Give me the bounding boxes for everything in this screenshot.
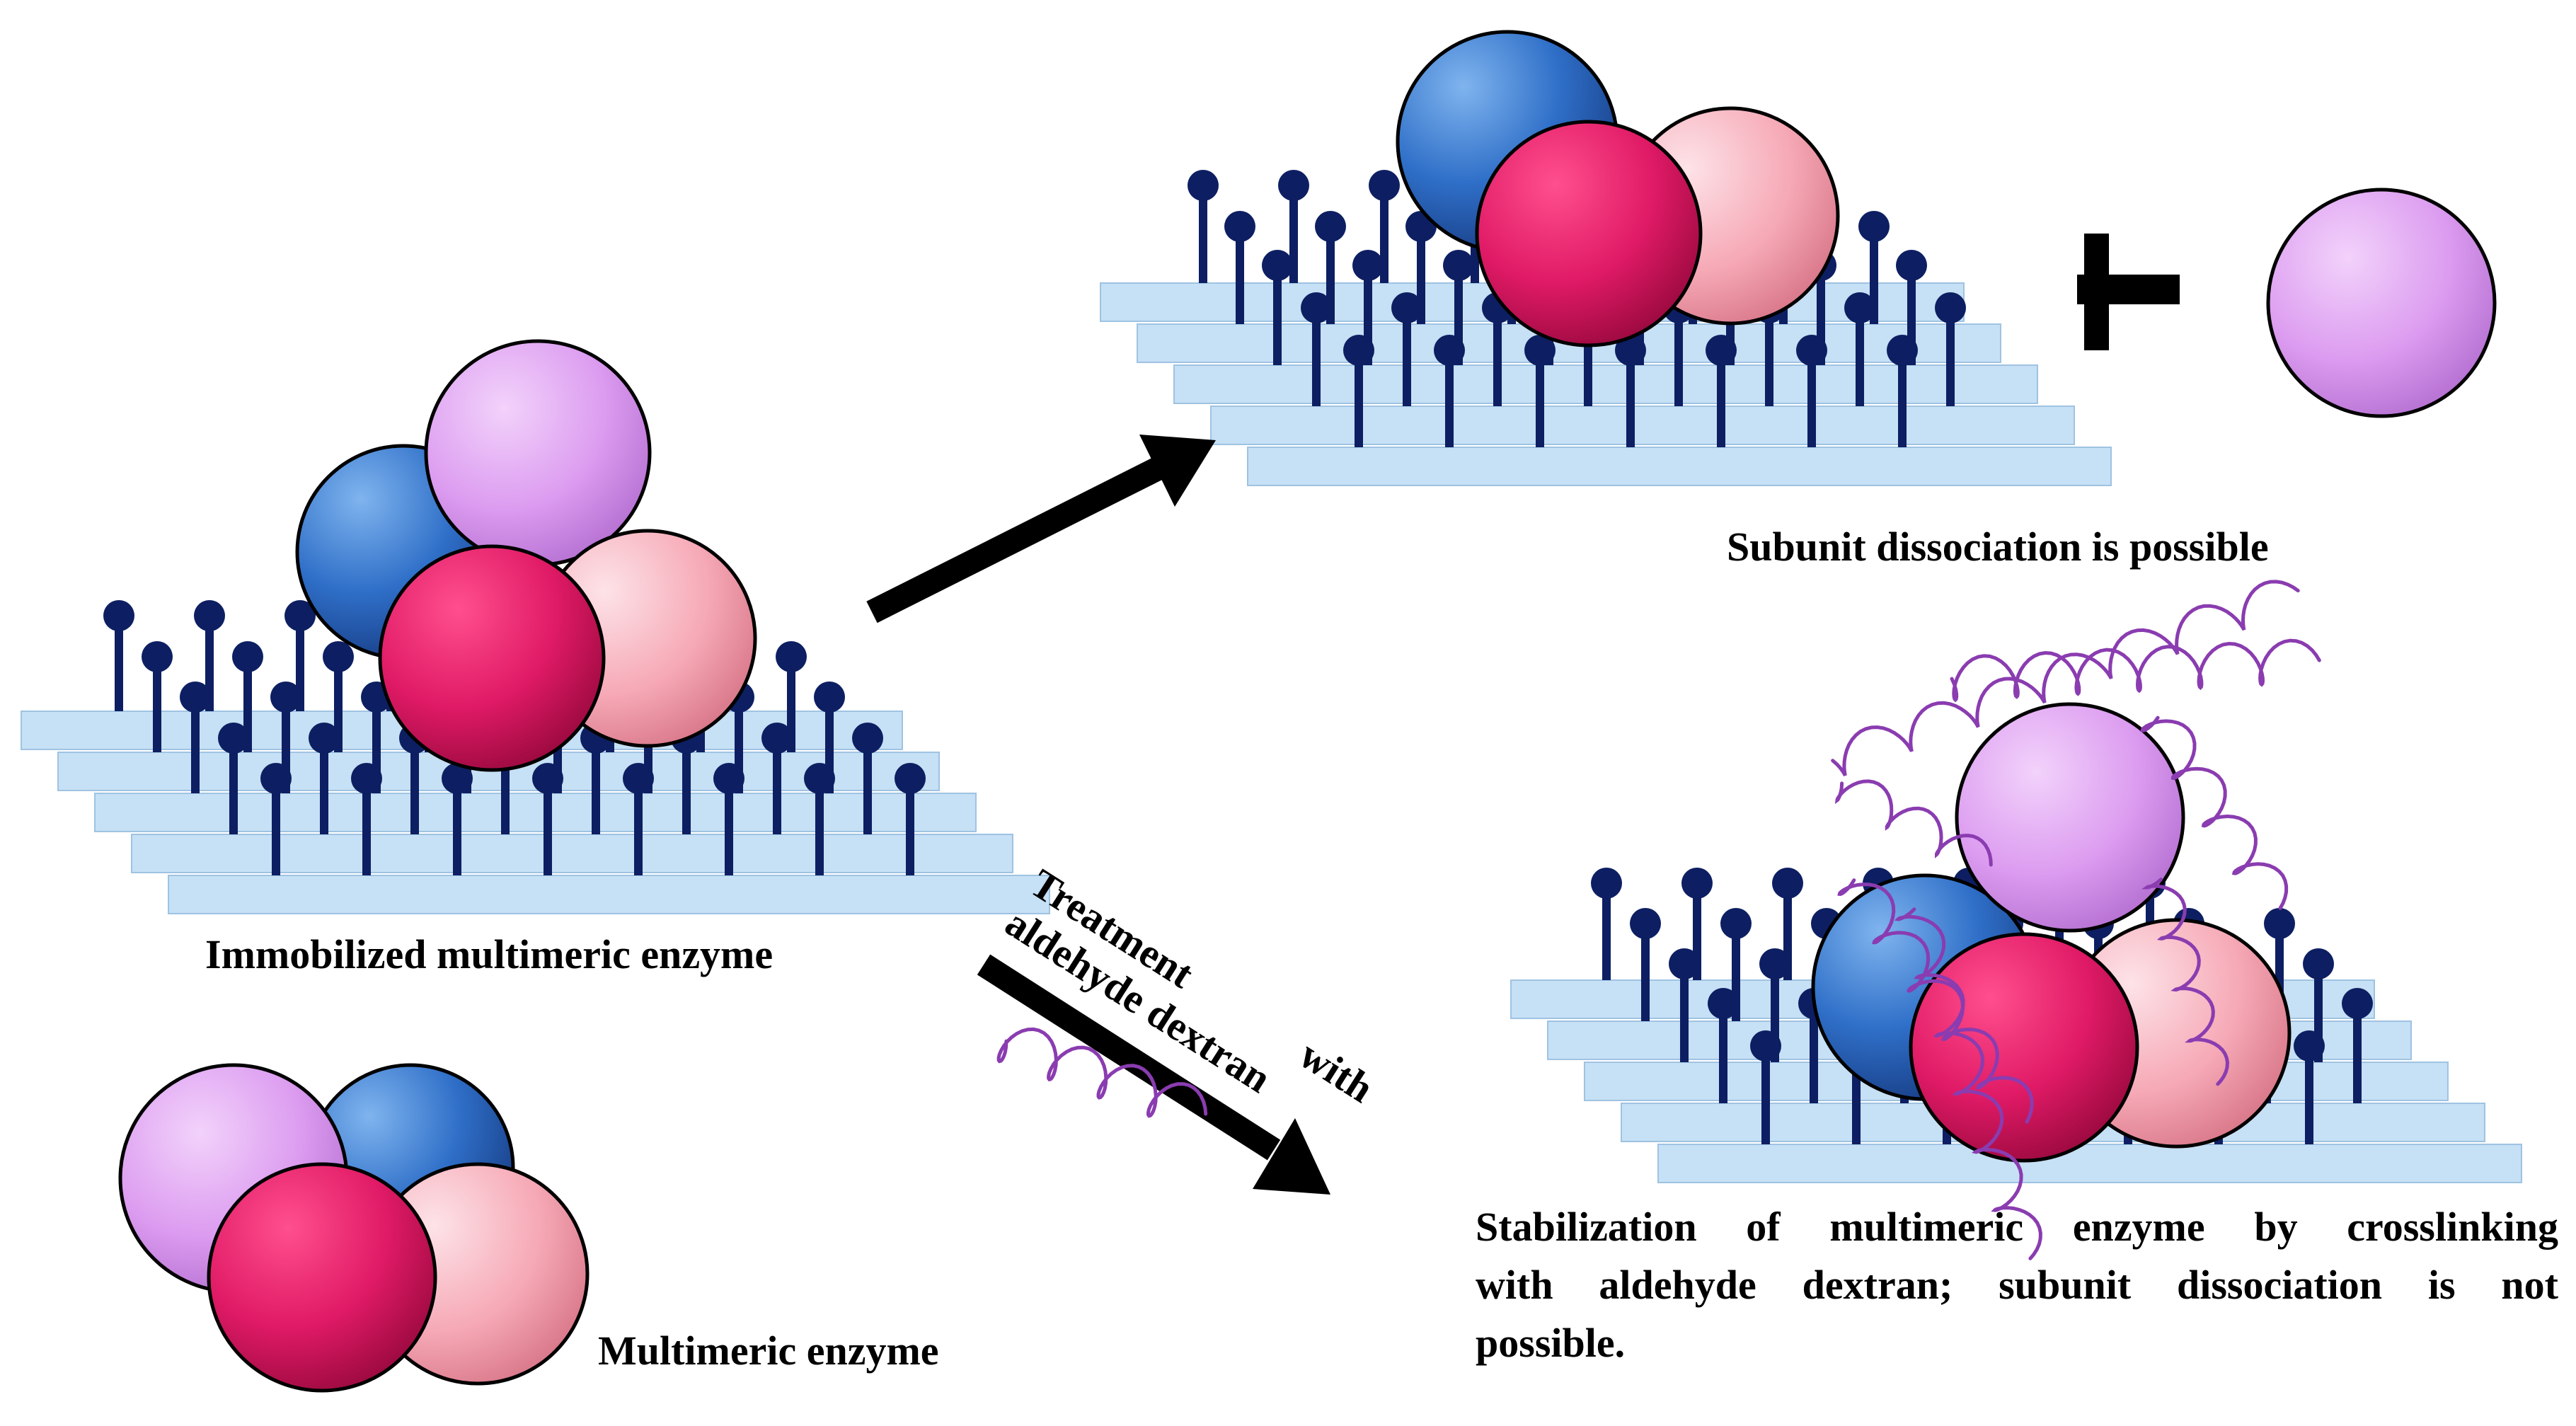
support-slab <box>1173 364 2038 404</box>
enzyme-stabilized <box>1811 702 2292 1163</box>
pin-head <box>1858 211 1890 242</box>
pin-head <box>2342 988 2373 1019</box>
pin-head <box>1315 211 1346 242</box>
support-slab <box>1657 1144 2522 1183</box>
pin-head <box>1188 170 1219 201</box>
plus-icon <box>2077 234 2180 350</box>
caption-stabilization-line3: possible. <box>1476 1320 1626 1366</box>
enzyme-dissociated <box>1396 30 1840 347</box>
caption-multimeric: Multimeric enzyme <box>598 1328 939 1374</box>
dextran-coil <box>1834 779 1993 867</box>
dextran-coil <box>1831 580 2300 777</box>
dextran-crosslinks <box>1831 580 2321 1260</box>
pin-head <box>2264 908 2295 939</box>
pin-head <box>442 763 473 794</box>
pin-head <box>1708 988 1739 1019</box>
pin-head <box>532 763 563 794</box>
caption-stabilization-line2: with aldehyde dextran; subunit dissociat… <box>1476 1262 2558 1308</box>
pin-head <box>351 763 382 794</box>
pin-head <box>804 763 835 794</box>
caption-dissociation: Subunit dissociation is possible <box>1727 524 2269 570</box>
pin-head <box>1935 292 1966 323</box>
subunit-lilac-free <box>2266 188 2497 418</box>
pin-head <box>1443 250 1474 281</box>
support-slab <box>1247 447 2112 486</box>
arrow-to-stabilization <box>977 954 1330 1195</box>
pin-head <box>142 641 173 672</box>
pin-head <box>1391 292 1422 323</box>
pin-head <box>761 723 793 754</box>
pin-head <box>852 723 883 754</box>
dextran-coil <box>2141 878 2230 1086</box>
pin-head <box>180 682 211 713</box>
pin-head <box>814 682 845 713</box>
pin-head <box>2294 1030 2325 1062</box>
pin-head <box>713 763 744 794</box>
pin-head <box>103 600 134 631</box>
dextran-reagent-icon <box>996 1027 1208 1118</box>
pin-head <box>1844 292 1875 323</box>
pin-head <box>323 641 354 672</box>
pin-head <box>776 641 807 672</box>
pin-head <box>1434 335 1465 366</box>
support-slab <box>94 793 977 832</box>
subunit-lilac <box>1955 702 2185 933</box>
pin-head <box>1706 335 1737 366</box>
pin-head <box>1615 335 1646 366</box>
pin-head <box>1750 1030 1781 1062</box>
pin-head <box>270 682 301 713</box>
pin-head <box>232 641 263 672</box>
caption-stabilization-line1: Stabilization of multimeric enzyme by cr… <box>1476 1204 2558 1250</box>
pin-head <box>1669 948 1700 979</box>
pin-head <box>1772 868 1803 899</box>
support-slab <box>131 834 1013 873</box>
pin-head <box>895 763 926 794</box>
pin-head <box>1278 170 1309 201</box>
pin-head <box>1262 250 1293 281</box>
pin-head <box>1343 335 1374 366</box>
dextran-coil <box>996 1027 1208 1118</box>
caption-immobilized: Immobilized multimeric enzyme <box>205 931 774 977</box>
pin-head <box>1630 908 1661 939</box>
support-slab <box>1210 406 2075 445</box>
pin-head <box>194 600 225 631</box>
support-slab <box>168 875 1050 914</box>
enzyme-free <box>118 1063 590 1393</box>
pin-head <box>1796 335 1827 366</box>
pin-head <box>1759 948 1790 979</box>
pin-head <box>1887 335 1918 366</box>
pin-head <box>218 723 249 754</box>
pin-head <box>309 723 340 754</box>
caption-stabilization: Stabilization of multimeric enzyme by cr… <box>1476 1198 2558 1372</box>
pin-head <box>1681 868 1713 899</box>
pin-head <box>1896 250 1927 281</box>
pin-head <box>1369 170 1400 201</box>
pin-head <box>260 763 292 794</box>
dextran-coil <box>1950 638 2321 703</box>
pin-head <box>1524 335 1556 366</box>
pin-head <box>1224 211 1255 242</box>
dextran-coil <box>1837 878 2034 1124</box>
pin-head <box>1352 250 1384 281</box>
subunit-magenta <box>207 1162 437 1393</box>
arrow-to-dissociation <box>866 435 1216 623</box>
pin-head <box>623 763 654 794</box>
subunit-magenta <box>1475 120 1703 347</box>
pin-head <box>1720 908 1752 939</box>
pin-head <box>1301 292 1332 323</box>
dextran-coil <box>2140 715 2289 910</box>
subunit-magenta <box>1909 932 2139 1163</box>
pin-head <box>1591 868 1622 899</box>
subunit-magenta <box>378 544 606 772</box>
subunit-lilac <box>424 339 652 567</box>
enzyme-immobilized <box>295 339 757 772</box>
dextran-coil <box>1894 907 2042 1260</box>
pin-head <box>284 600 316 631</box>
pin-head <box>2303 948 2334 979</box>
